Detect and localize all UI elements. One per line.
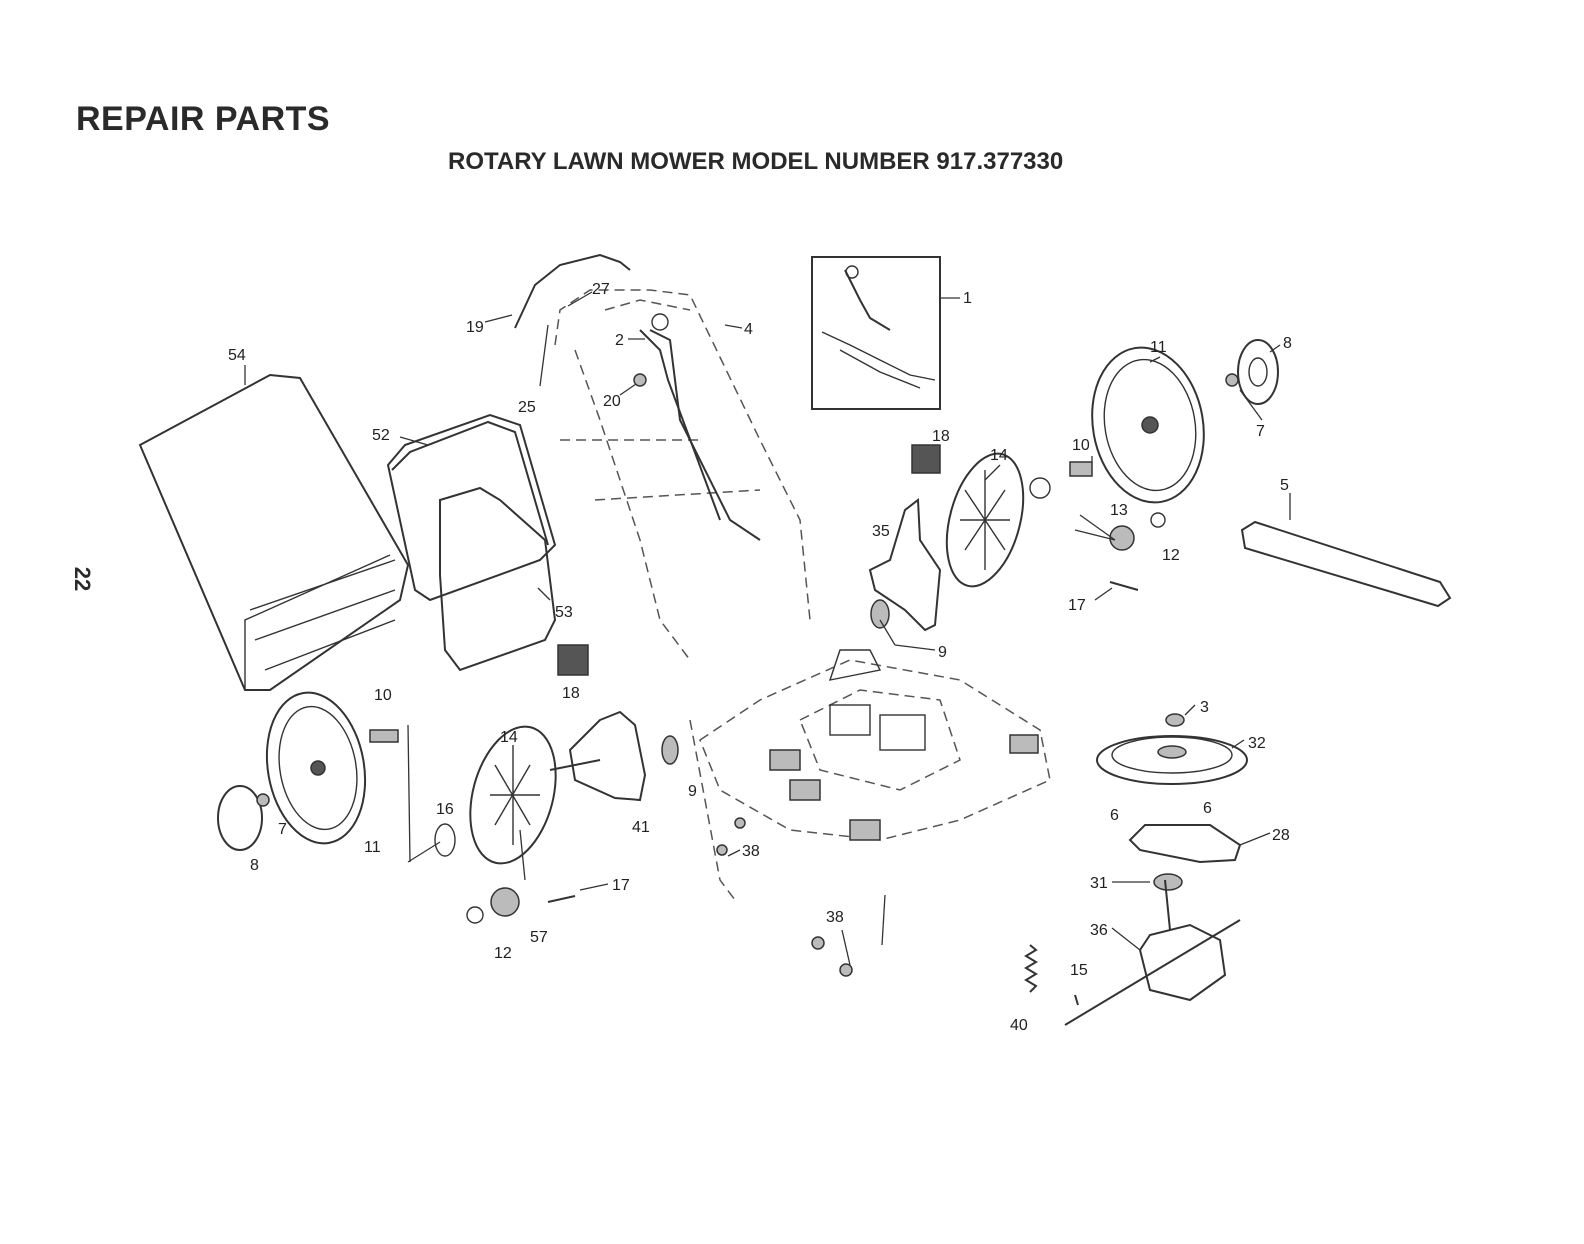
catcher-frame xyxy=(386,413,557,672)
callout-8-right: 8 xyxy=(1283,335,1292,352)
callout-7-left: 7 xyxy=(278,821,287,838)
callout-17-left: 17 xyxy=(612,877,630,894)
mower-handle-outline xyxy=(554,289,811,661)
callout-19: 19 xyxy=(466,319,484,336)
callout-18-right: 18 xyxy=(932,428,950,445)
callout-28: 28 xyxy=(1272,827,1290,844)
callout-17-right: 17 xyxy=(1068,597,1086,614)
callout-5: 5 xyxy=(1280,477,1289,494)
callout-31: 31 xyxy=(1090,875,1108,892)
control-lever xyxy=(633,313,761,541)
right-wheel-bracket xyxy=(868,444,1025,632)
callout-4: 4 xyxy=(744,321,753,338)
e-clip-left xyxy=(466,906,484,924)
callout-16: 16 xyxy=(436,801,454,818)
bolts xyxy=(716,817,853,977)
washer-right xyxy=(870,599,890,629)
callout-15: 15 xyxy=(1070,962,1088,979)
callout-9-left: 9 xyxy=(688,783,697,800)
callout-labels: 1 2 4 20 19 27 25 54 52 53 18 14 10 11 8… xyxy=(228,281,1292,1034)
transmission-assembly xyxy=(1064,713,1248,1026)
callout-6-left: 6 xyxy=(1110,807,1119,824)
key xyxy=(1074,994,1079,1006)
e-clip-right xyxy=(1150,512,1166,528)
callout-2: 2 xyxy=(615,332,624,349)
callout-38-lower: 38 xyxy=(826,909,844,926)
callout-52: 52 xyxy=(372,427,390,444)
callout-9-right: 9 xyxy=(938,644,947,661)
callout-54: 54 xyxy=(228,347,246,364)
callout-36: 36 xyxy=(1090,922,1108,939)
callout-32: 32 xyxy=(1248,735,1266,752)
drive-belt xyxy=(1240,520,1452,608)
callout-35: 35 xyxy=(872,523,890,540)
left-wheel-bracket xyxy=(469,644,679,865)
mower-deck xyxy=(689,649,1051,901)
callout-12-left: 12 xyxy=(494,945,512,962)
spring xyxy=(1024,944,1038,993)
callout-14-left: 14 xyxy=(500,729,518,746)
callout-38-upper: 38 xyxy=(742,843,760,860)
callout-18-left: 18 xyxy=(562,685,580,702)
callout-53: 53 xyxy=(555,604,573,621)
grass-catcher-bag xyxy=(138,373,410,691)
right-rear-wheel xyxy=(1029,339,1279,504)
callout-14-right: 14 xyxy=(990,447,1008,464)
callout-6-right: 6 xyxy=(1203,800,1212,817)
callout-20: 20 xyxy=(603,393,621,410)
callout-13: 13 xyxy=(1110,502,1128,519)
callout-40: 40 xyxy=(1010,1017,1028,1034)
drive-gear-left xyxy=(490,887,520,917)
model-title: ROTARY LAWN MOWER MODEL NUMBER 917.37733… xyxy=(448,148,1064,175)
callout-57: 57 xyxy=(530,929,548,946)
page-heading: REPAIR PARTS xyxy=(76,100,331,138)
callout-41: 41 xyxy=(632,819,650,836)
callout-7-right: 7 xyxy=(1256,423,1265,440)
callout-1: 1 xyxy=(963,290,972,307)
callout-10-left: 10 xyxy=(374,687,392,704)
callout-3: 3 xyxy=(1200,699,1209,716)
callout-25: 25 xyxy=(518,399,536,416)
upper-handle-bar xyxy=(514,253,631,329)
pin-left xyxy=(547,895,576,903)
pin-right xyxy=(1109,581,1139,591)
left-rear-wheel xyxy=(217,691,399,851)
callout-10-right: 10 xyxy=(1072,437,1090,454)
control-cable-inset xyxy=(811,256,941,410)
washer-left xyxy=(434,823,456,857)
drive-gear-right xyxy=(1109,525,1135,551)
callout-27: 27 xyxy=(592,281,610,298)
callout-8-left: 8 xyxy=(250,857,259,874)
callout-11-right: 11 xyxy=(1150,339,1167,356)
callout-11-left: 11 xyxy=(364,839,381,856)
leader-lines xyxy=(244,291,1291,966)
callout-12-right: 12 xyxy=(1162,547,1180,564)
